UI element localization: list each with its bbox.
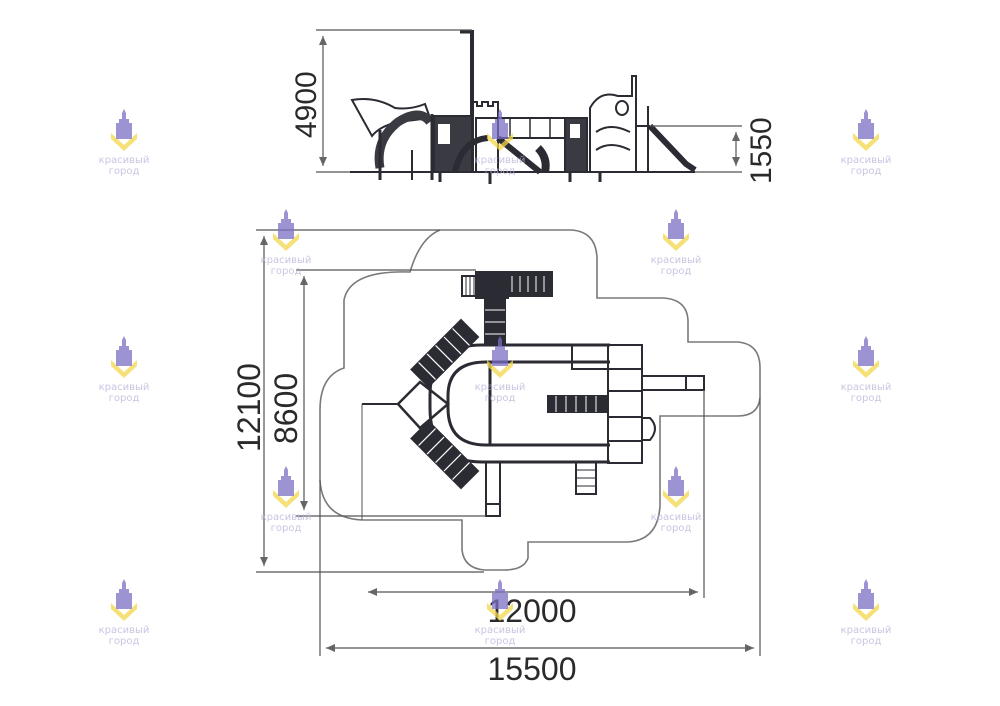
watermark-brand-line1: красивый [99,382,150,393]
watermark-castle-icon [492,336,508,366]
watermark-brand-line2: город [661,523,692,534]
watermark-brand-line2: город [851,636,882,647]
watermark-chevron-icon [111,360,137,378]
watermark-castle-icon [858,336,874,366]
watermark-castle-icon [858,109,874,139]
dimension-label-safety-depth: 12100 [231,363,267,452]
watermark-brand-line2: город [661,266,692,277]
watermark-brand-line1: красивый [99,155,150,166]
watermark-castle-icon [668,466,684,496]
watermark-castle-icon [492,579,508,609]
dimension-platform-height [650,125,742,173]
watermark-chevron-icon [853,133,879,151]
watermark-chevron-icon [111,603,137,621]
watermark-castle-icon [858,579,874,609]
dimension-equipment-depth [296,269,486,517]
watermark-brand-line2: город [109,636,140,647]
watermark-chevron-icon [273,490,299,508]
watermark-brand-line1: красивый [475,625,526,636]
safety-zone-outline [319,229,761,571]
watermark-chevron-icon [853,360,879,378]
dimension-label-safety-width: 15500 [488,651,577,687]
watermark-brand-line1: красивый [261,512,312,523]
watermark-brand-line2: город [851,393,882,404]
watermark-chevron-icon [487,603,513,621]
watermark-castle-icon [116,579,132,609]
watermark-brand-line1: красивый [841,382,892,393]
dimension-safety-width [319,398,761,656]
watermark-brand-line1: красивый [261,255,312,266]
watermark-brand-line1: красивый [99,625,150,636]
watermark-layer: красивыйгородкрасивыйгородкрасивыйгородк… [99,109,892,647]
watermark-brand-line1: красивый [841,155,892,166]
watermark-castle-icon [668,209,684,239]
watermark-castle-icon [116,109,132,139]
dimension-label-equipment-depth: 8600 [268,373,304,444]
watermark-castle-icon [116,336,132,366]
watermark-castle-icon [492,109,508,139]
watermark-brand-line2: город [271,266,302,277]
watermark-chevron-icon [111,133,137,151]
watermark-brand-line1: красивый [475,155,526,166]
plan-equipment [361,271,705,520]
watermark-chevron-icon [487,360,513,378]
watermark-brand-line2: город [271,523,302,534]
dimension-label-height-total: 4900 [290,71,323,138]
watermark-brand-line1: красивый [841,625,892,636]
watermark-castle-icon [278,209,294,239]
dimension-equipment-width [368,390,705,598]
watermark-brand-line2: город [485,166,516,177]
watermark-brand-line2: город [485,636,516,647]
watermark-castle-icon [278,466,294,496]
side-elevation [350,30,697,184]
watermark-chevron-icon [487,133,513,151]
watermark-chevron-icon [663,490,689,508]
dimension-height-total [316,29,472,173]
watermark-brand-line1: красивый [475,382,526,393]
watermark-brand-line1: красивый [651,512,702,523]
dimension-label-platform-height: 1550 [745,117,778,184]
watermark-brand-line2: город [109,393,140,404]
watermark-brand-line2: город [109,166,140,177]
watermark-chevron-icon [663,233,689,251]
watermark-brand-line2: город [485,393,516,404]
watermark-chevron-icon [853,603,879,621]
watermark-chevron-icon [273,233,299,251]
watermark-brand-line1: красивый [651,255,702,266]
watermark-brand-line2: город [851,166,882,177]
